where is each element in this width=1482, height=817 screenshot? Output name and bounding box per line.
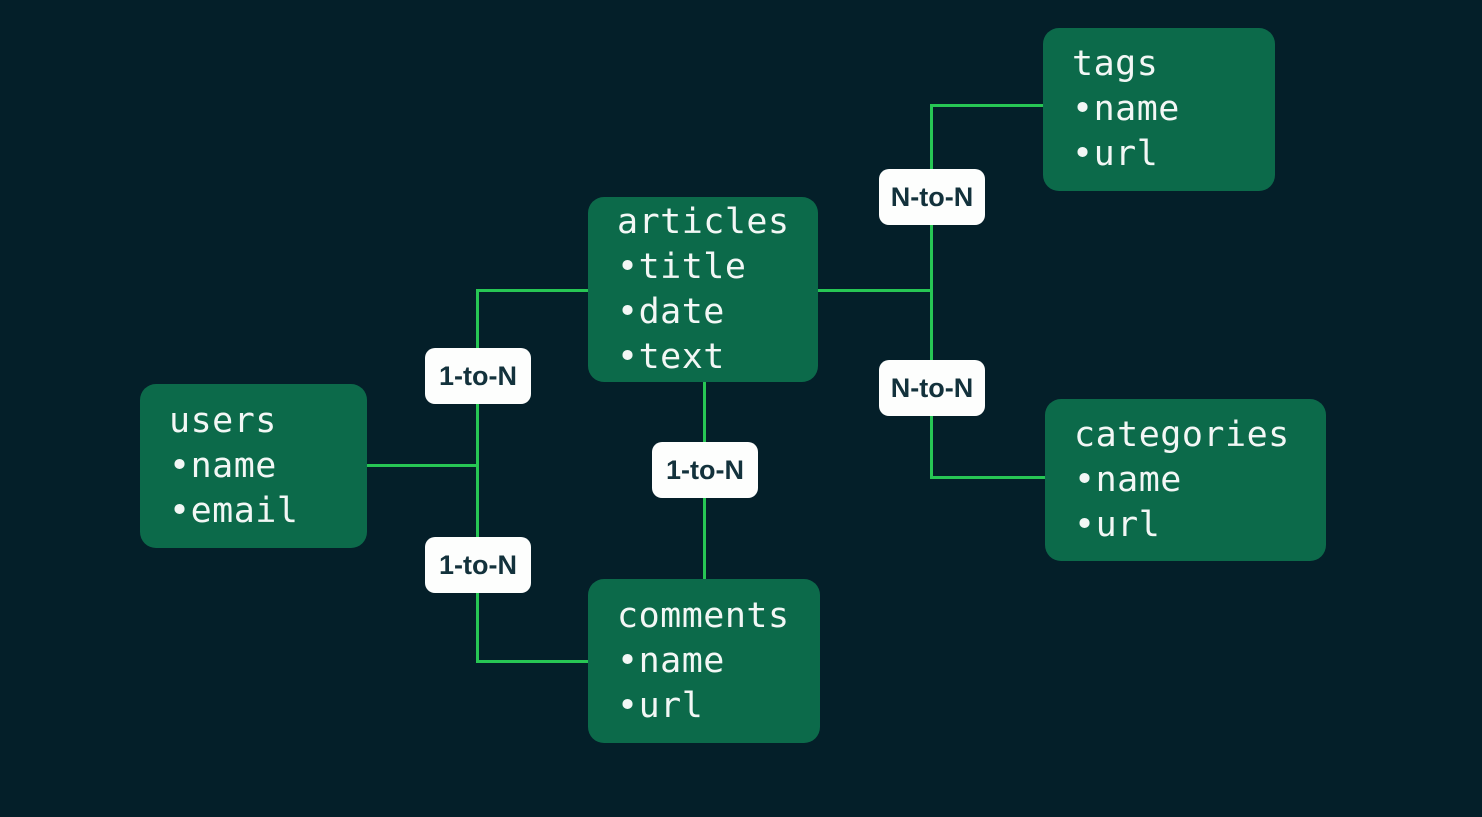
relationship-label-articles-categories: N-to-N (879, 360, 985, 416)
relationship-label-users-comments: 1-to-N (425, 537, 531, 593)
entity-field: •text (617, 336, 725, 377)
connector-left-vertical (476, 289, 479, 663)
connector-tags-horizontal (930, 104, 1045, 107)
entity-users: users •name •email (140, 384, 367, 548)
entity-field: •url (1074, 504, 1161, 545)
entity-tags: tags •name •url (1043, 28, 1275, 191)
entity-title: articles (617, 201, 790, 242)
relationship-label-articles-tags: N-to-N (879, 169, 985, 225)
connector-comments-left-horizontal (476, 660, 590, 663)
entity-field: •email (169, 490, 299, 531)
relationship-label-articles-comments: 1-to-N (652, 442, 758, 498)
entity-title: categories (1074, 414, 1290, 455)
entity-field: •title (617, 246, 747, 287)
entity-field: •date (617, 291, 725, 332)
entity-categories: categories •name •url (1045, 399, 1326, 561)
connector-articles-left-horizontal (476, 289, 590, 292)
entity-field: •name (169, 445, 277, 486)
connector-categories-horizontal (930, 476, 1045, 479)
entity-articles: articles •title •date •text (588, 197, 818, 382)
entity-comments: comments •name •url (588, 579, 820, 743)
connector-articles-right-horizontal (818, 289, 932, 292)
entity-field: •name (1072, 89, 1180, 129)
entity-title: comments (617, 595, 790, 636)
entity-field: •name (1074, 459, 1182, 500)
entity-title: tags (1072, 44, 1159, 84)
entity-field: •url (1072, 134, 1159, 174)
entity-title: users (169, 400, 277, 441)
relationship-label-users-articles: 1-to-N (425, 348, 531, 404)
entity-field: •url (617, 685, 704, 726)
entity-field: •name (617, 640, 725, 681)
connector-users-horizontal (367, 464, 477, 467)
